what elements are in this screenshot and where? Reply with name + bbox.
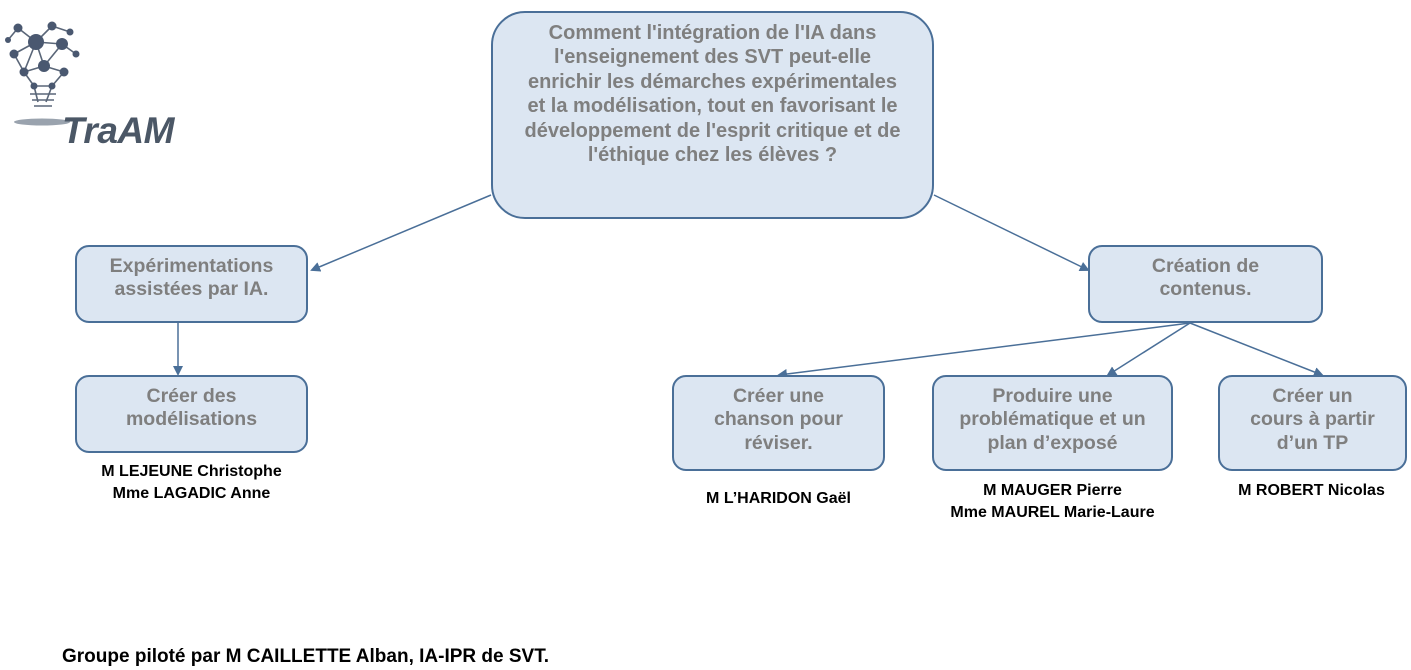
leaf-cours-label: Créer un cours à partir d’un TP: [1250, 385, 1375, 454]
root-question-box: Comment l'intégration de l'IA dans l'ens…: [491, 11, 934, 219]
leaf-cours-people: M ROBERT Nicolas: [1238, 482, 1385, 499]
root-question-text: Comment l'intégration de l'IA dans l'ens…: [524, 22, 901, 166]
branch-creation-label: Création de contenus.: [1151, 255, 1260, 301]
leaf-modelisations-box: Créer des modélisations: [75, 375, 308, 453]
branch-creation-box: Création de contenus.: [1088, 245, 1323, 323]
leaf-cours-box: Créer un cours à partir d’un TP: [1218, 375, 1407, 471]
footer-text: Groupe piloté par M CAILLETTE Alban, IA-…: [62, 646, 549, 667]
connector-creation-to-chanson: [777, 322, 1191, 379]
leaf-modelisations-people: M LEJEUNE Christophe Mme LAGADIC Anne: [101, 463, 282, 502]
connector-root-to-experimentations: [310, 194, 492, 272]
leaf-chanson-people: M L’HARIDON Gaël: [706, 490, 851, 507]
leaf-problematique-label: Produire une problématique et un plan d’…: [959, 385, 1146, 454]
leaf-chanson-label: Créer une chanson pour réviser.: [714, 385, 843, 454]
branch-experimentations-box: Expérimentations assistées par IA.: [75, 245, 308, 323]
connector-creation-to-problematique: [1106, 322, 1191, 377]
leaf-problematique-box: Produire une problématique et un plan d’…: [932, 375, 1173, 471]
connector-creation-to-cours: [1189, 322, 1324, 377]
connector-root-to-creation: [933, 194, 1090, 271]
leaf-modelisations-label: Créer des modélisations: [125, 385, 258, 431]
leaf-chanson-box: Créer une chanson pour réviser.: [672, 375, 885, 471]
traam-logo: TraAM: [4, 14, 190, 151]
logo-text: TraAM: [62, 110, 174, 151]
lightbulb-network-icon: [5, 21, 80, 126]
leaf-problematique-people: M MAUGER Pierre Mme MAUREL Marie-Laure: [950, 482, 1155, 521]
branch-experimentations-label: Expérimentations assistées par IA.: [109, 255, 274, 301]
